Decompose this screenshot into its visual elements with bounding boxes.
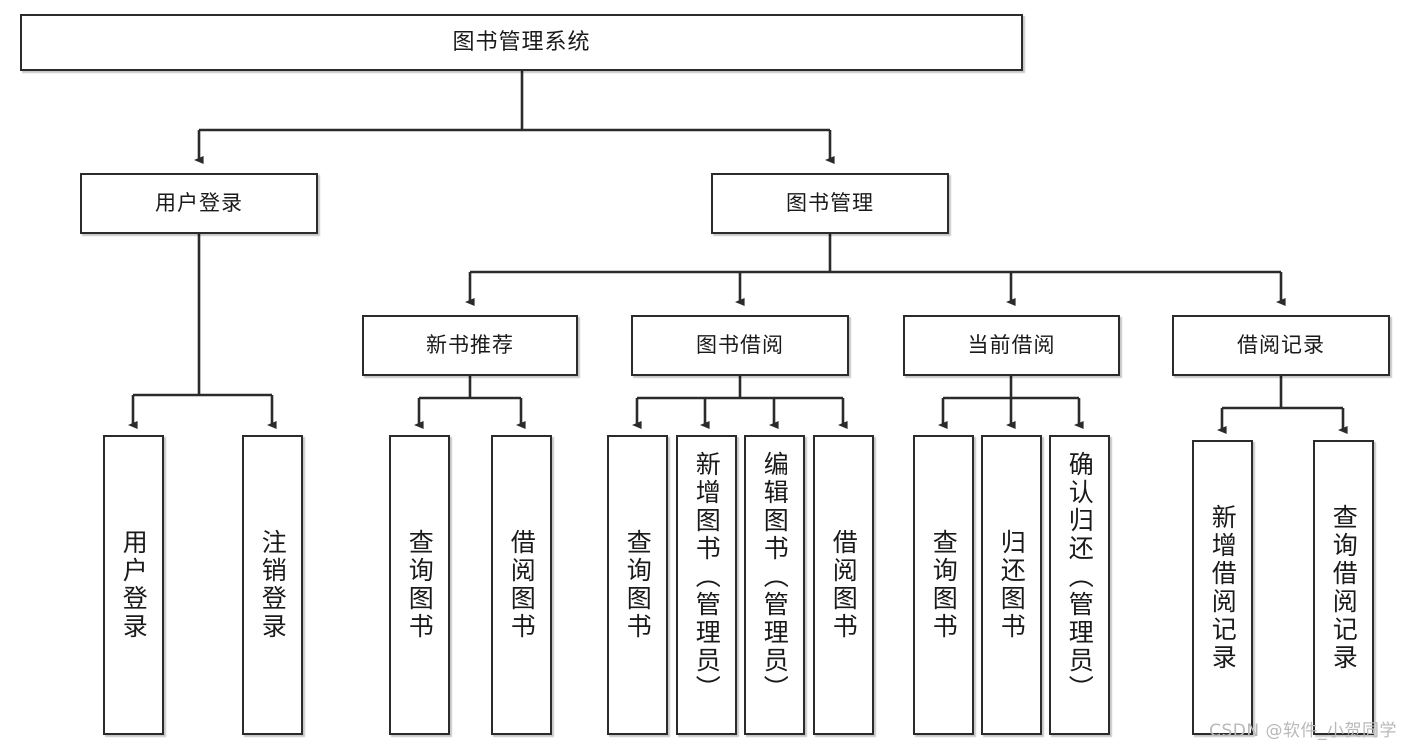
node-book-borrow-label: 图书借阅	[696, 333, 784, 358]
leaf-edit-book[interactable]: 编辑图书（管理员）	[744, 435, 805, 735]
leaf-user-logout-label: 注销登录	[258, 529, 288, 641]
leaf-user-login-label: 用户登录	[119, 529, 149, 641]
node-current-borrow-label: 当前借阅	[967, 333, 1056, 358]
node-borrow-record-label: 借阅记录	[1237, 333, 1325, 358]
leaf-query-book-2[interactable]: 查询图书	[607, 435, 668, 735]
node-root-label: 图书管理系统	[452, 29, 591, 55]
leaf-return-book-label: 归还图书	[997, 529, 1027, 641]
node-new-book-rec-label: 新书推荐	[426, 333, 514, 358]
leaf-add-record[interactable]: 新增借阅记录	[1192, 440, 1253, 735]
leaf-borrow-book-2-label: 借阅图书	[829, 529, 859, 641]
node-new-book-rec[interactable]: 新书推荐	[362, 315, 578, 376]
leaf-query-record-label: 查询借阅记录	[1329, 503, 1359, 672]
leaf-query-book-2-label: 查询图书	[623, 529, 653, 641]
watermark: CSDN @软件_小贺同学	[1209, 721, 1397, 741]
leaf-query-record[interactable]: 查询借阅记录	[1313, 440, 1374, 735]
node-book-borrow[interactable]: 图书借阅	[631, 315, 849, 376]
leaf-query-book-3[interactable]: 查询图书	[913, 435, 974, 735]
node-user-login-label: 用户登录	[155, 191, 243, 216]
leaf-confirm-return-label: 确认归还（管理员）	[1065, 451, 1095, 703]
node-book-manage[interactable]: 图书管理	[711, 173, 949, 234]
node-book-manage-label: 图书管理	[786, 191, 874, 216]
node-user-login[interactable]: 用户登录	[80, 173, 318, 234]
node-current-borrow[interactable]: 当前借阅	[903, 315, 1120, 376]
leaf-return-book[interactable]: 归还图书	[981, 435, 1042, 735]
leaf-borrow-book-1-label: 借阅图书	[507, 529, 537, 641]
leaf-confirm-return[interactable]: 确认归还（管理员）	[1049, 435, 1110, 735]
node-root[interactable]: 图书管理系统	[20, 14, 1023, 71]
leaf-borrow-book-2[interactable]: 借阅图书	[813, 435, 874, 735]
leaf-add-book[interactable]: 新增图书（管理员）	[676, 435, 737, 735]
leaf-add-book-label: 新增图书（管理员）	[692, 451, 722, 703]
node-borrow-record[interactable]: 借阅记录	[1172, 315, 1390, 376]
leaf-edit-book-label: 编辑图书（管理员）	[760, 451, 790, 703]
leaf-user-login[interactable]: 用户登录	[103, 435, 164, 735]
leaf-borrow-book-1[interactable]: 借阅图书	[491, 435, 552, 735]
leaf-query-book-1-label: 查询图书	[405, 529, 435, 641]
leaf-add-record-label: 新增借阅记录	[1208, 503, 1238, 672]
leaf-query-book-3-label: 查询图书	[929, 529, 959, 641]
leaf-query-book-1[interactable]: 查询图书	[389, 435, 450, 735]
leaf-user-logout[interactable]: 注销登录	[242, 435, 303, 735]
